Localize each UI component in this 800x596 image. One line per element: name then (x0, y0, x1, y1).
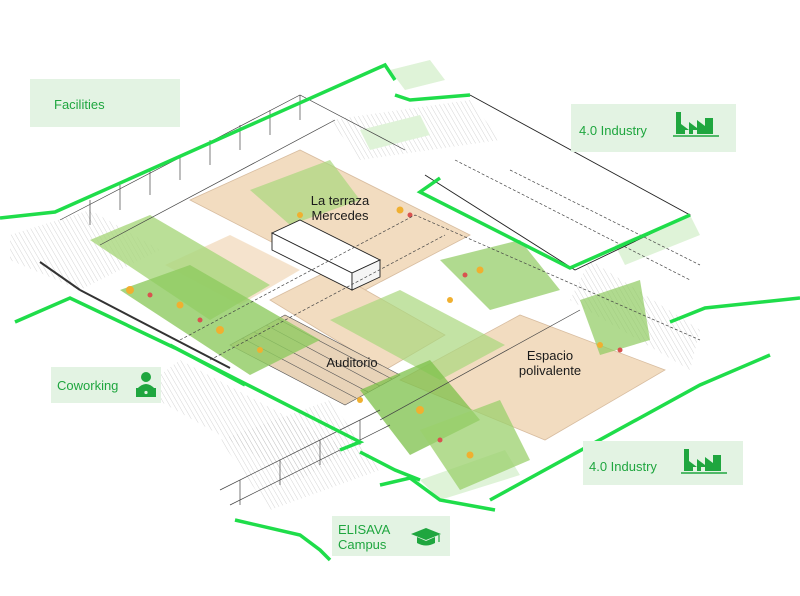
elisava-text-line2: Campus (338, 537, 387, 552)
worker-desk-icon (136, 372, 156, 397)
facilities-text: Facilities (54, 97, 105, 112)
vegetation (90, 160, 650, 490)
zone-terraza-line2: Mercedes (311, 208, 369, 223)
factory-icon (673, 112, 719, 137)
zone-auditorio: Auditorio (312, 355, 392, 370)
facilities-label: Facilities (30, 79, 180, 127)
pergola-frame (59, 94, 701, 506)
industry-bottom-text: 4.0 Industry (589, 459, 657, 474)
zone-terraza-mercedes: La terraza Mercedes (295, 193, 385, 223)
elisava-label: ELISAVA Campus (332, 516, 450, 556)
industry-top-label: 4.0 Industry (571, 104, 736, 152)
graduation-cap-icon (411, 528, 441, 546)
elisava-text-line1: ELISAVA (338, 522, 391, 537)
building-outline (424, 94, 691, 271)
zone-auditorio-text: Auditorio (326, 355, 378, 370)
zone-espacio-polivalente: Espacio polivalente (505, 348, 595, 378)
boundary-lines (0, 62, 800, 562)
zone-terraza-line1: La terraza (310, 193, 370, 208)
factory-icon (681, 449, 727, 474)
rail-line (39, 261, 231, 369)
zone-espacio-line1: Espacio (526, 348, 574, 363)
coworking-text: Coworking (57, 378, 119, 393)
zone-espacio-line2: polivalente (518, 363, 582, 378)
industry-bottom-label: 4.0 Industry (583, 441, 743, 485)
industry-top-text: 4.0 Industry (579, 123, 647, 138)
coworking-label: Coworking (51, 367, 161, 403)
